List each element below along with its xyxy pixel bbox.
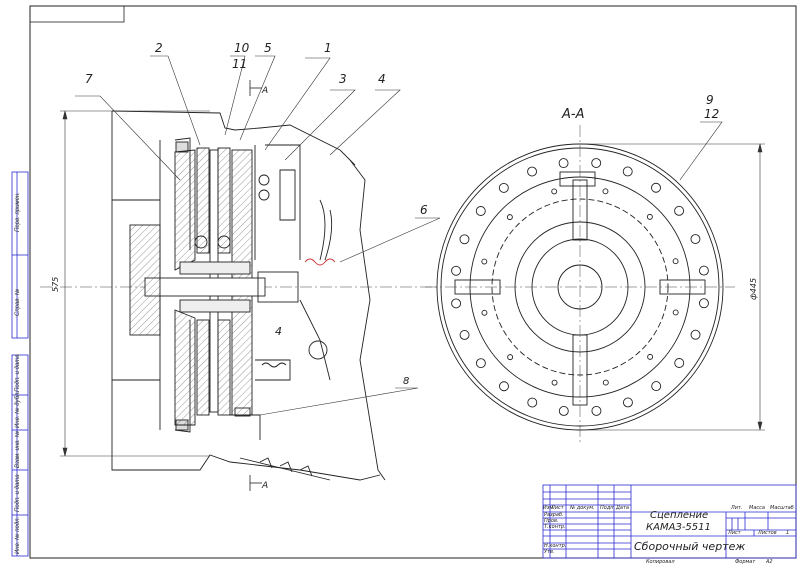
tb-prov: Пров. bbox=[544, 518, 559, 524]
bolt-hole bbox=[451, 265, 462, 276]
drawing-frame bbox=[29, 5, 797, 559]
bolt-hole bbox=[651, 182, 661, 193]
dimension-445-label: ф445 bbox=[749, 278, 758, 300]
tb-razrab: Разраб. bbox=[544, 512, 564, 518]
bolt-hole bbox=[459, 234, 470, 245]
section-mark-bottom: А bbox=[261, 481, 268, 491]
part-label-2: 2 bbox=[155, 41, 163, 55]
inner-hole bbox=[602, 188, 609, 195]
bolt-hole bbox=[690, 329, 701, 340]
part-label-8: 8 bbox=[403, 376, 409, 387]
tb-list: Лист bbox=[551, 505, 564, 511]
bolt-hole bbox=[698, 298, 709, 309]
tb-data: Дата bbox=[616, 505, 629, 511]
part-label-9: 9 bbox=[706, 93, 714, 107]
bolt-hole bbox=[475, 358, 486, 369]
stamp-perv-primen: Перв. примен. bbox=[15, 192, 21, 232]
tb-massa: Масса bbox=[749, 505, 765, 511]
dimension-445 bbox=[580, 143, 765, 431]
part-label-1: 1 bbox=[324, 41, 332, 55]
bolt-hole bbox=[459, 329, 470, 340]
part-label-3: 3 bbox=[339, 72, 347, 86]
stamp-podp-data-1: Подп. и дата bbox=[15, 354, 21, 392]
inner-hole bbox=[507, 354, 514, 361]
inner-hole bbox=[646, 213, 653, 220]
inner-hole bbox=[551, 379, 558, 386]
inner-hole bbox=[672, 309, 679, 316]
bolt-hole bbox=[622, 397, 633, 408]
part-label-11: 11 bbox=[232, 57, 247, 71]
part-label-6: 6 bbox=[420, 203, 428, 217]
part-label-10: 10 bbox=[234, 41, 250, 55]
tb-izm: Изм bbox=[543, 505, 554, 511]
tb-name-line2: КАМАЗ-5511 bbox=[646, 522, 711, 533]
inner-hole bbox=[551, 188, 558, 195]
inner-hole bbox=[602, 379, 609, 386]
bolt-hole bbox=[674, 358, 685, 368]
bolt-hole bbox=[558, 405, 569, 416]
part-label-12: 12 bbox=[704, 107, 719, 121]
inner-hole bbox=[672, 258, 679, 265]
stamp-podp-data-2: Подп. и дата bbox=[15, 474, 21, 512]
tb-name-line1: Сцепление bbox=[650, 510, 709, 521]
bolt-hole bbox=[558, 158, 569, 169]
tb-lit: Лит. bbox=[731, 505, 743, 511]
stamp-vzam-inv: Взам. инв. № bbox=[15, 430, 21, 468]
section-mark-top: А bbox=[261, 86, 268, 96]
dimension-575 bbox=[60, 110, 210, 457]
bolt-hole bbox=[527, 397, 538, 408]
tb-sheets-count: 1 bbox=[786, 530, 790, 536]
tb-nkontr: Н.контр. bbox=[544, 543, 567, 549]
section-aa-title: А-А bbox=[561, 107, 584, 122]
tb-doc: № докум. bbox=[570, 505, 595, 511]
part-label-4: 4 bbox=[378, 72, 386, 86]
leader-lines bbox=[75, 55, 723, 416]
bolt-hole bbox=[690, 234, 701, 245]
bolt-hole bbox=[475, 206, 486, 216]
inner-hole bbox=[647, 353, 654, 360]
bolt-hole bbox=[591, 158, 602, 169]
dimension-575-label: 575 bbox=[51, 277, 60, 292]
bolt-hole bbox=[622, 166, 633, 177]
bolt-hole bbox=[591, 405, 602, 416]
tb-utv: Утв. bbox=[544, 549, 555, 555]
centerlines-right bbox=[425, 125, 735, 445]
stamp-sprav: Справ. № bbox=[15, 288, 21, 316]
bolt-hole bbox=[651, 381, 662, 392]
tb-kopiroval: Копировал bbox=[646, 559, 675, 565]
part-label-7: 7 bbox=[85, 72, 93, 86]
side-stamp-frame bbox=[11, 171, 29, 557]
bolt-hole bbox=[527, 166, 538, 177]
tb-tkontr: Т.контр. bbox=[544, 524, 566, 530]
bolt-hole bbox=[499, 381, 509, 392]
tb-sheet: Лист bbox=[728, 530, 741, 536]
tb-doc-type: Сборочный чертеж bbox=[634, 540, 746, 553]
tb-sheets: Листов bbox=[758, 530, 777, 536]
bolt-hole bbox=[698, 265, 709, 276]
section-marks bbox=[249, 80, 262, 491]
stamp-inv-podl: Инв. № подл. bbox=[15, 516, 21, 554]
view-marker: 4 bbox=[275, 325, 282, 338]
bolt-hole bbox=[498, 182, 509, 193]
tb-masshtab: Масштаб bbox=[770, 505, 794, 511]
bolt-hole bbox=[674, 205, 685, 216]
part-number-labels: 1 2 3 4 5 6 7 8 9 10 11 12 bbox=[85, 41, 719, 387]
stamp-inv-dubl: Инв. № дубл. bbox=[15, 391, 21, 428]
tb-format-label: Формат bbox=[735, 559, 756, 565]
title-block-grid bbox=[542, 484, 797, 559]
bolt-hole bbox=[451, 298, 462, 309]
inner-hole bbox=[481, 309, 488, 316]
inner-hole bbox=[506, 214, 513, 221]
tb-format-value: А2 bbox=[766, 559, 773, 565]
part-label-5: 5 bbox=[264, 41, 272, 55]
top-left-box bbox=[29, 5, 125, 23]
inner-hole bbox=[481, 258, 488, 265]
tb-podp: Подп. bbox=[600, 505, 616, 511]
